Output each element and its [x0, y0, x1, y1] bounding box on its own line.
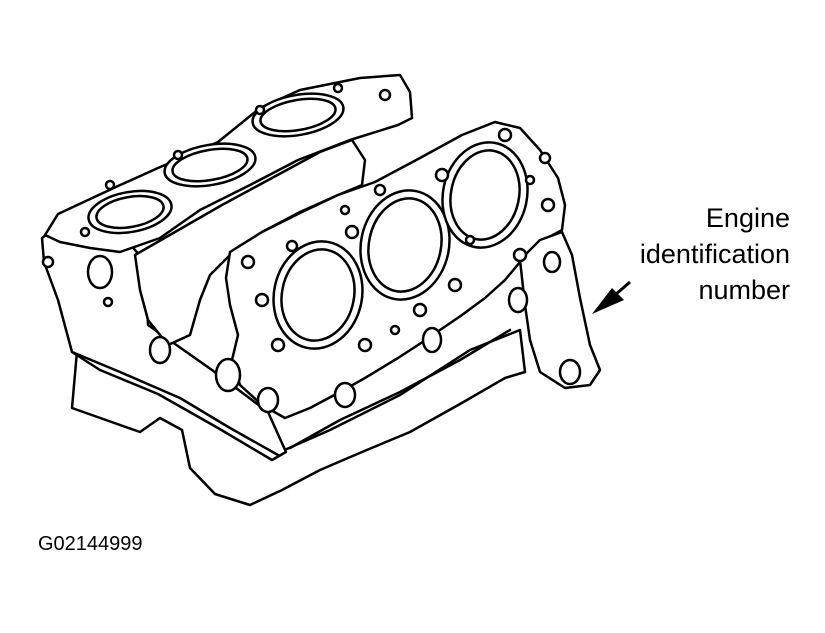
- callout-arrow: [592, 282, 630, 314]
- side-bosses: [43, 228, 580, 412]
- deck-holes: [106, 84, 554, 351]
- right-bank-bores: [264, 134, 537, 357]
- callout-line-3: number: [698, 275, 790, 305]
- figure-id: G02144999: [38, 533, 143, 555]
- callout-line-2: identification: [639, 239, 790, 269]
- lower-rail: [72, 330, 510, 455]
- timing-flange: [520, 232, 600, 388]
- left-bank-bores: [85, 87, 347, 239]
- engine-id-callout: Engine identification number: [600, 200, 790, 308]
- callout-line-1: Engine: [705, 203, 790, 233]
